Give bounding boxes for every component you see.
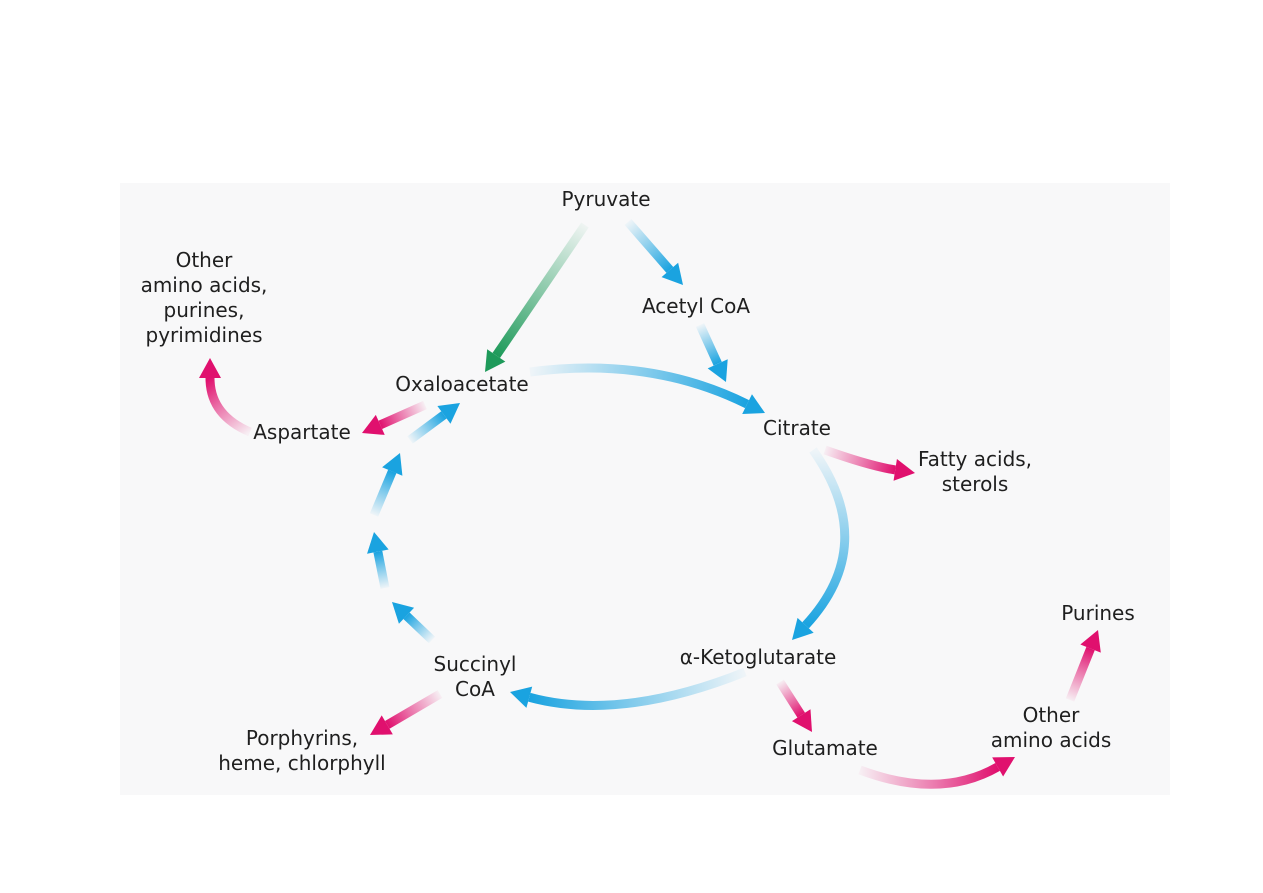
node-alpha-ketoglutarate: α-Ketoglutarate — [680, 645, 837, 670]
label-line: heme, chlorphyll — [218, 751, 386, 775]
arrow-shaft — [1065, 646, 1095, 702]
arrow-shaft — [407, 411, 447, 444]
arrow-shaft — [373, 550, 390, 589]
node-glutamate: Glutamate — [772, 736, 878, 761]
arrowhead — [485, 349, 506, 372]
label-line: pyrimidines — [145, 323, 263, 347]
arrowhead — [792, 617, 814, 640]
arrowhead — [791, 709, 812, 732]
arrow-shaft — [823, 445, 896, 475]
arrow-ketoglutarate-to-glutamate — [776, 679, 812, 732]
node-fatty-acids-sterols: Fatty acids,sterols — [918, 447, 1032, 497]
label-line: Glutamate — [772, 736, 878, 760]
label-line: CoA — [455, 677, 495, 701]
node-aspartate: Aspartate — [253, 420, 351, 445]
arrowhead — [661, 262, 683, 285]
node-citrate: Citrate — [763, 416, 831, 441]
arrow-oxaloacetate-to-citrate — [529, 363, 765, 414]
arrowhead — [707, 359, 728, 382]
arrow-aspartate-to-other-amino-acids — [199, 358, 252, 437]
label-line: Aspartate — [253, 420, 351, 444]
label-line: sterols — [941, 472, 1009, 496]
arrowhead — [510, 686, 533, 708]
label-line: Citrate — [763, 416, 831, 440]
arrowhead — [392, 602, 415, 624]
label-line: Fatty acids, — [917, 447, 1033, 471]
arrowhead — [370, 715, 393, 735]
label-line: amino acids, — [140, 273, 268, 297]
label-line: Other — [175, 248, 233, 272]
node-purines: Purines — [1061, 601, 1135, 626]
node-oxaloacetate: Oxaloacetate — [395, 372, 528, 397]
arrow-oxaloacetate-to-aspartate — [362, 400, 427, 435]
arrow-cycle-seg-1 — [392, 602, 436, 644]
label-line: α-Ketoglutarate — [679, 645, 837, 669]
arrow-shaft — [858, 763, 1000, 789]
label-line: Purines — [1061, 601, 1135, 625]
arrow-shaft — [776, 679, 806, 718]
arrow-shaft — [205, 377, 252, 437]
label-line: Acetyl CoA — [641, 294, 751, 318]
arrow-cycle-seg-3 — [369, 453, 403, 517]
arrow-shaft — [378, 400, 427, 429]
arrow-cycle-seg-4 — [407, 403, 460, 444]
arrow-shaft — [369, 469, 397, 517]
label-line: Oxaloacetate — [395, 372, 529, 396]
node-pyruvate: Pyruvate — [561, 187, 650, 212]
arrowhead — [199, 358, 221, 378]
arrow-acetyl-coa-to-citrate — [695, 323, 728, 382]
arrow-shaft — [802, 447, 850, 629]
arrowhead — [992, 757, 1015, 777]
arrowhead — [362, 414, 385, 435]
arrow-succinyl-coa-to-porphyrins — [370, 690, 443, 735]
arrow-pyruvate-to-acetyl-coa — [624, 219, 683, 285]
arrow-shaft — [695, 323, 722, 366]
arrow-shaft — [529, 363, 750, 409]
arrowhead — [382, 453, 403, 476]
label-line: Other — [1022, 703, 1080, 727]
arrow-pyruvate-to-oxaloacetate — [485, 222, 589, 372]
arrow-ketoglutarate-to-succinyl-coa — [510, 667, 747, 710]
arrow-shaft — [624, 219, 674, 273]
arrowhead — [893, 459, 915, 481]
label-line: Succinyl — [433, 652, 517, 676]
arrow-shaft — [403, 612, 436, 644]
diagram-panel — [120, 183, 1170, 795]
arrow-cycle-seg-2 — [367, 532, 390, 589]
arrow-citrate-to-ketoglutarate — [792, 447, 850, 640]
arrow-citrate-to-fatty-acids — [823, 445, 915, 481]
label-line: Porphyrins, — [245, 726, 359, 750]
arrowhead — [742, 394, 765, 414]
arrow-shaft — [492, 222, 589, 358]
arrowhead — [1080, 630, 1101, 653]
label-line: purines, — [163, 298, 245, 322]
arrow-shaft — [528, 667, 747, 710]
arrow-shaft — [384, 690, 443, 729]
arrowhead — [367, 532, 389, 554]
label-line: amino acids — [990, 728, 1112, 752]
node-porphyrins-heme-chlorphyll: Porphyrins,heme, chlorphyll — [218, 726, 386, 776]
node-acetyl-coa: Acetyl CoA — [642, 294, 750, 319]
arrowhead — [437, 403, 460, 424]
arrow-glutamate-to-other-amino-acids — [858, 757, 1015, 789]
arrow-other-amino-acids-to-purines — [1065, 630, 1101, 702]
label-line: Pyruvate — [561, 187, 651, 211]
